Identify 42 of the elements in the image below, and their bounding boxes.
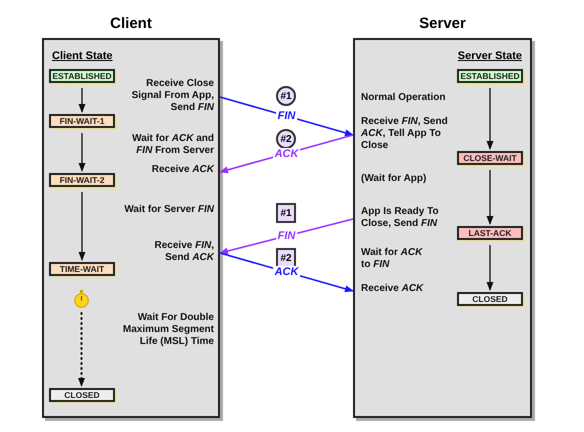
- step-note: Normal Operation: [360, 92, 446, 105]
- state-box: FIN-WAIT-1: [49, 114, 115, 128]
- arrow: [78, 192, 86, 261]
- step-text: Receive FIN, Send ACK, Tell App To Close: [353, 116, 451, 154]
- state-box: ESTABLISHED: [457, 69, 523, 83]
- step-note: (Wait for App): [360, 173, 428, 186]
- arrow: [486, 170, 494, 225]
- edge-label: FIN: [276, 110, 298, 122]
- step-text: App Is Ready To Close, Send FIN: [353, 206, 455, 232]
- sequence-square: #1: [276, 203, 296, 223]
- panel-subheading: Client State: [52, 49, 113, 64]
- column-heading: Client: [109, 14, 153, 34]
- state-panel: [353, 38, 532, 418]
- state-box: ESTABLISHED: [49, 69, 115, 83]
- edge-label: ACK: [272, 266, 300, 278]
- state-box: FIN-WAIT-2: [49, 173, 115, 187]
- arrow: [78, 133, 86, 172]
- state-box: TIME-WAIT: [49, 262, 115, 276]
- sequence-square: #2: [276, 248, 296, 268]
- step-note: Wait For Double Maximum Segment Life (MSL) Time: [122, 312, 215, 349]
- stopwatch-icon: [74, 290, 89, 308]
- column-heading: Server: [418, 14, 467, 34]
- arrow: [78, 312, 85, 387]
- state-box: CLOSE-WAIT: [457, 151, 523, 165]
- arrow: [219, 218, 354, 254]
- arrow: [220, 96, 354, 136]
- step-text: Receive ACK: [353, 283, 455, 299]
- arrow: [486, 88, 494, 150]
- step-text: Receive FIN, Send ACK: [140, 240, 220, 266]
- step-note: Wait for Server FIN: [123, 204, 215, 217]
- panel-subheading: Server State: [458, 49, 522, 64]
- state-box: CLOSED: [457, 292, 523, 306]
- arrow: [486, 245, 494, 291]
- step-note: Wait for ACK and FIN From Server: [131, 133, 215, 158]
- arrow: [78, 88, 86, 113]
- edge-label: ACK: [272, 148, 300, 160]
- edge-label: FIN: [276, 230, 298, 242]
- state-box: LAST-ACK: [457, 226, 523, 240]
- step-text: Receive Close Signal From App, Send FIN: [120, 78, 220, 116]
- state-box: CLOSED: [49, 388, 115, 402]
- state-panel: [42, 38, 220, 418]
- step-note: Wait for ACK to FIN: [360, 247, 424, 272]
